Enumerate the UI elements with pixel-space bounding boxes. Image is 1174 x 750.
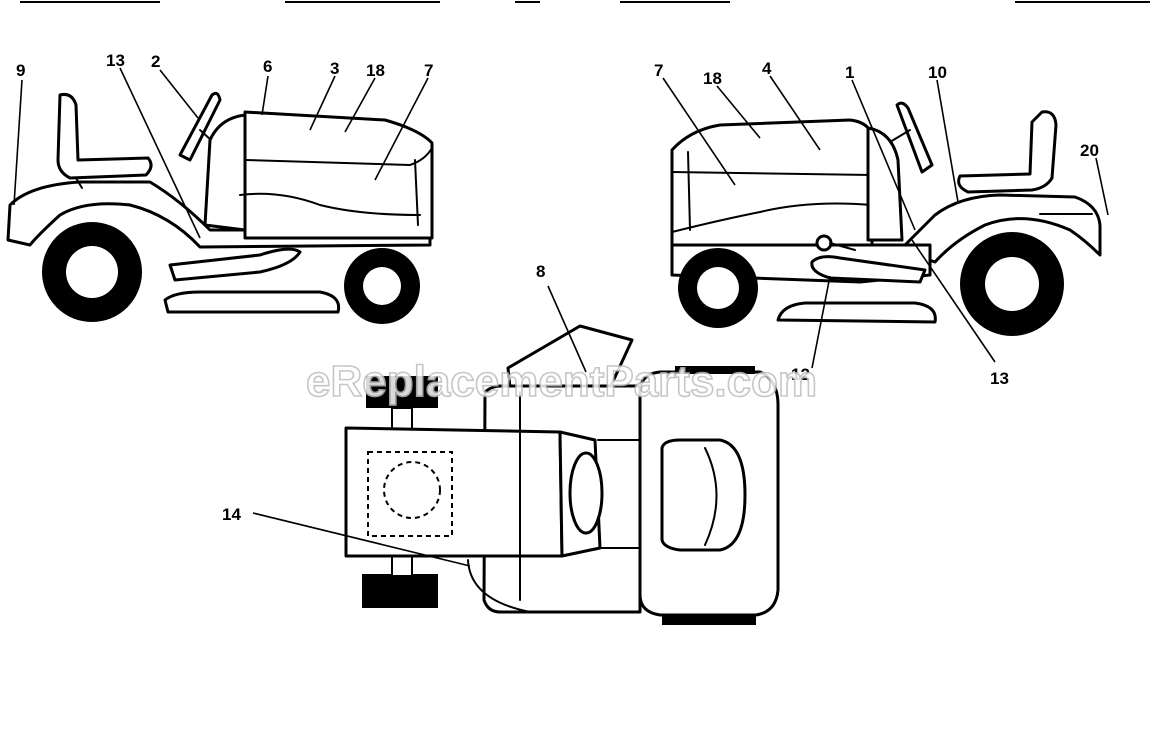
right-view-steering-wheel xyxy=(895,101,934,174)
left-view-mower-deck xyxy=(163,290,341,314)
callout-10: 10 xyxy=(928,63,947,82)
header-strip xyxy=(0,0,1174,5)
callout-2: 2 xyxy=(151,52,160,71)
top-view-rear-right-tire xyxy=(662,615,756,625)
left-view-footrest xyxy=(168,247,302,282)
callout-14: 14 xyxy=(222,505,241,524)
right-view-footrest xyxy=(810,255,927,284)
left-view-hood xyxy=(243,110,434,240)
tractor-right-side-view xyxy=(670,101,1102,336)
top-view-front-right-tire xyxy=(362,574,438,608)
right-view-mower-deck xyxy=(776,301,937,324)
callout-18-right: 18 xyxy=(703,69,722,88)
tractor-top-view xyxy=(344,324,780,625)
callout-20: 20 xyxy=(1080,141,1099,160)
callout-13-left: 13 xyxy=(106,51,125,70)
right-view-leaders xyxy=(662,75,1109,369)
callout-13-right: 13 xyxy=(990,369,1009,388)
callout-3: 3 xyxy=(330,59,339,78)
left-view-labels: 9 13 2 6 3 18 7 xyxy=(16,51,433,80)
top-view-labels: 8 14 xyxy=(222,262,545,524)
left-view-leaders xyxy=(13,67,429,239)
callout-1: 1 xyxy=(845,63,854,82)
callout-4: 4 xyxy=(762,59,772,78)
callout-7-left: 7 xyxy=(424,61,433,80)
callout-7-right: 7 xyxy=(654,61,663,80)
top-view-engine-outline xyxy=(367,451,453,537)
callout-6: 6 xyxy=(263,57,272,76)
top-view-seat xyxy=(660,438,747,552)
top-view-leaders xyxy=(252,285,587,567)
watermark: eReplacementParts.com xyxy=(306,357,817,406)
callout-12: 12 xyxy=(791,365,810,384)
left-view-seat xyxy=(56,93,153,180)
callout-9: 9 xyxy=(16,61,25,80)
callout-18-left: 18 xyxy=(366,61,385,80)
left-view-steering-wheel xyxy=(178,91,222,162)
right-view-labels: 7 18 4 1 10 20 12 13 xyxy=(654,59,1099,388)
left-view-dash-panel xyxy=(203,113,247,232)
top-view-hood xyxy=(344,426,564,558)
callout-8: 8 xyxy=(536,262,545,281)
top-view-front-left-tire xyxy=(366,376,438,408)
top-view-rear-left-tire xyxy=(675,366,755,374)
tractor-left-side-view xyxy=(6,91,434,324)
right-view-rear-fender xyxy=(898,193,1102,264)
right-view-dash-panel xyxy=(866,126,904,242)
right-view-seat xyxy=(957,110,1058,194)
right-view-hood xyxy=(670,118,874,247)
